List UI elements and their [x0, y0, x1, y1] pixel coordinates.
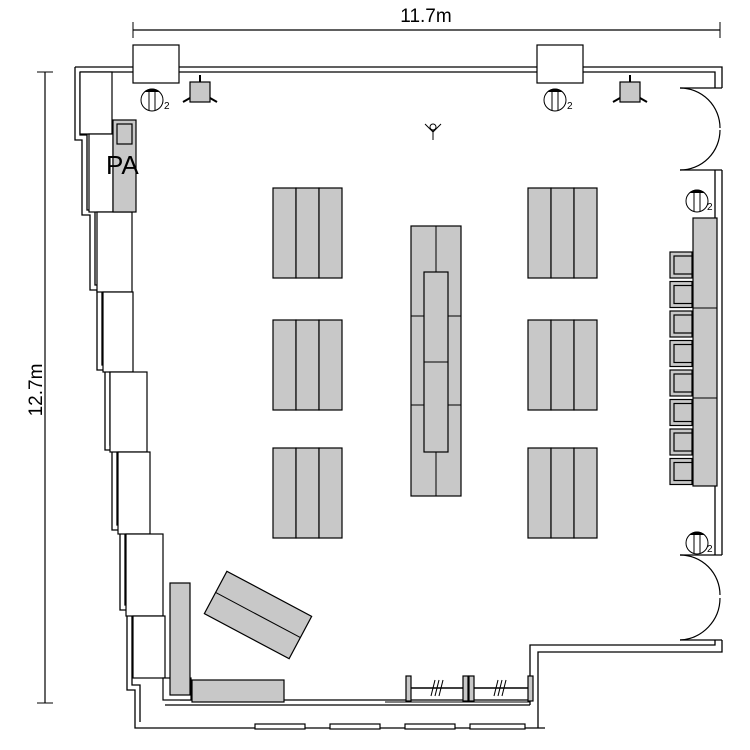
table-group — [527, 187, 598, 279]
table — [318, 447, 343, 539]
table — [527, 319, 552, 411]
table — [550, 187, 575, 279]
spotlight-icon: 2 — [140, 88, 170, 112]
spotlight-icon: 2 — [543, 88, 573, 112]
side-table — [169, 582, 191, 696]
spotlight-icon: 2 — [685, 189, 713, 213]
spotlight-count: 2 — [164, 101, 170, 112]
partition-rope — [385, 675, 534, 703]
table-group — [272, 319, 343, 411]
door — [679, 87, 722, 171]
height-dimension: 12.7m — [26, 71, 53, 704]
chair — [669, 428, 693, 456]
table — [295, 187, 320, 279]
spotlight-count: 2 — [707, 202, 713, 213]
table — [527, 447, 552, 539]
table — [550, 319, 575, 411]
column — [132, 44, 180, 84]
table-groups — [272, 187, 598, 539]
table — [295, 447, 320, 539]
chair-row — [669, 251, 693, 486]
table — [272, 319, 297, 411]
projector-icon — [612, 75, 648, 103]
chair — [669, 339, 693, 368]
pa-desk: PA — [106, 119, 139, 213]
table-group — [527, 447, 598, 539]
door — [679, 554, 722, 641]
table — [295, 319, 320, 411]
spotlight-count: 2 — [567, 101, 573, 112]
table — [318, 187, 343, 279]
chair — [669, 251, 693, 279]
table — [573, 319, 598, 411]
width-label: 11.7m — [400, 6, 451, 27]
right-side-tables — [692, 217, 718, 487]
microphone-stand-icon — [424, 123, 442, 140]
pa-label: PA — [106, 150, 139, 180]
table — [272, 447, 297, 539]
table-group — [527, 319, 598, 411]
chair — [669, 310, 693, 338]
spotlight-icon: 2 — [685, 531, 713, 555]
table-group — [272, 187, 343, 279]
center-table — [410, 225, 462, 497]
angled-table — [203, 570, 313, 660]
chair — [669, 369, 693, 397]
chair — [669, 457, 693, 486]
chair — [669, 280, 693, 309]
table — [272, 187, 297, 279]
table — [318, 319, 343, 411]
spotlight-count: 2 — [707, 544, 713, 555]
projector-icon — [182, 75, 218, 103]
table — [573, 187, 598, 279]
width-dimension: 11.7m — [132, 6, 721, 38]
table — [550, 447, 575, 539]
table-group — [272, 447, 343, 539]
column — [536, 44, 584, 84]
chair — [669, 398, 693, 427]
table — [527, 187, 552, 279]
left-cabinets — [79, 71, 192, 701]
height-label: 12.7m — [26, 364, 47, 417]
bottom-table — [191, 679, 285, 703]
table — [573, 447, 598, 539]
